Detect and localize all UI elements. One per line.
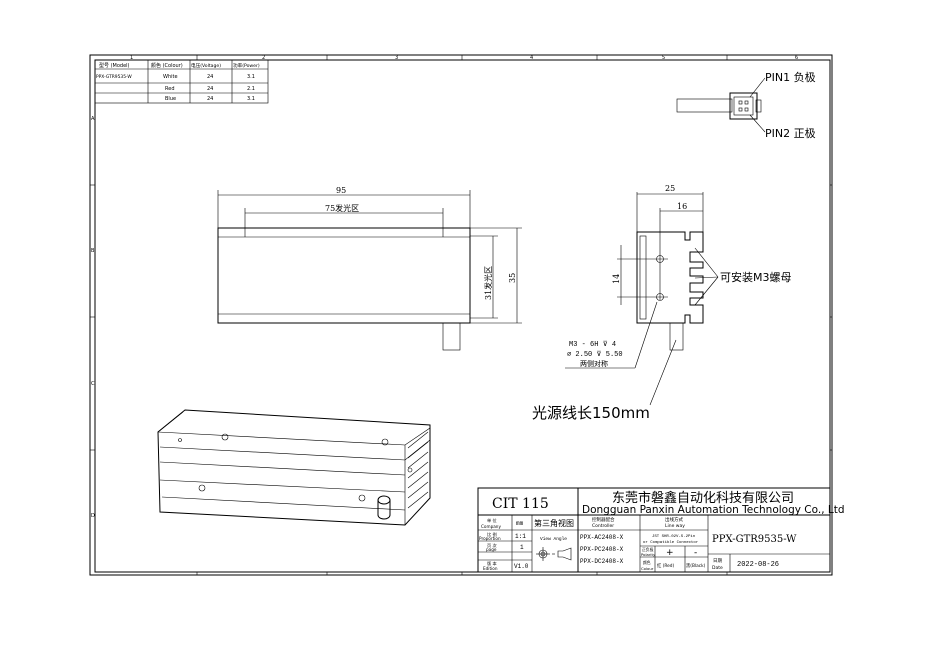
page-label: 页 次 bbox=[487, 542, 498, 549]
cable-note: 光源线长150mm bbox=[532, 404, 650, 422]
cell-colour: Blue bbox=[165, 96, 176, 102]
cell-voltage: 24 bbox=[207, 86, 213, 92]
proportion-label-en: Proportion bbox=[479, 536, 501, 541]
side-view: 25 16 14 可安装M3螺母 M3 - 6H ⊽ 4 ⌀ 2.50 ⊽ 5.… bbox=[532, 184, 792, 422]
dim-hole-offset: 16 bbox=[677, 202, 687, 211]
table-header: 型号 (Model) bbox=[99, 62, 130, 69]
edition-value: V1.0 bbox=[514, 563, 529, 570]
company-name-en: Dongguan Panxin Automation Technology Co… bbox=[582, 504, 845, 516]
polarity-label: 正负极 bbox=[642, 547, 654, 552]
nut-note: 可安装M3螺母 bbox=[720, 270, 792, 284]
title-block: CIT 115 东莞市磐鑫自动化科技有限公司 Dongguan Panxin A… bbox=[477, 487, 845, 573]
table-header: 电压(Voltage) bbox=[191, 62, 221, 69]
edition-label-en: Edition bbox=[483, 566, 498, 571]
column-label: 5 bbox=[662, 55, 665, 61]
dim-length: 95 bbox=[336, 186, 346, 195]
pin1-label: PIN1 负极 bbox=[765, 70, 816, 84]
colour-red: 红 (Red) bbox=[657, 562, 675, 569]
polarity-plus: + bbox=[666, 548, 674, 558]
cell-power: 3.1 bbox=[247, 74, 255, 80]
row-label: B bbox=[91, 248, 95, 254]
model-number: PPX-GTR9535-W bbox=[712, 534, 797, 545]
drawing-code: CIT 115 bbox=[492, 496, 549, 512]
view-angle-label: View Angle bbox=[540, 536, 567, 542]
controller-label-en: Controller bbox=[592, 523, 614, 529]
front-view: 95 75发光区 31发光区 35 bbox=[217, 186, 522, 351]
company-name-cn: 东莞市磐鑫自动化科技有限公司 bbox=[612, 490, 794, 506]
colour-black: 黑(Black) bbox=[686, 563, 706, 569]
hole-note-diameter: ⌀ 2.50 ⊽ 5.50 bbox=[567, 350, 623, 359]
table-header: 功率(Power) bbox=[233, 62, 260, 69]
lineway-label: 出线方式 bbox=[665, 516, 683, 523]
cell-voltage: 24 bbox=[207, 74, 213, 80]
row-label: C bbox=[91, 381, 95, 387]
edition-label: 版 本 bbox=[487, 560, 498, 567]
colour-label-en: Colour bbox=[641, 566, 654, 571]
column-label: 2 bbox=[262, 55, 265, 61]
controller-item: PPX-AC2408-X bbox=[580, 534, 624, 541]
cell-power: 3.1 bbox=[247, 96, 255, 102]
polarity-label-en: Polarity bbox=[641, 552, 656, 557]
dim-emit-length: 75发光区 bbox=[325, 203, 359, 213]
page-value: 1 bbox=[520, 544, 524, 551]
spec-table: 型号 (Model) 颜色 (Colour) 电压(Voltage) 功率(Po… bbox=[94, 59, 269, 104]
hole-note-symmetric: 两侧对称 bbox=[580, 359, 608, 368]
cell-model: PPX-GTR9535-W bbox=[96, 74, 132, 80]
column-label: 4 bbox=[530, 55, 533, 61]
controller-label: 控制器配合 bbox=[592, 516, 615, 523]
drawing-frame: 1 2 3 4 5 6 A B C D bbox=[89, 54, 833, 576]
dim-hole-spacing: 14 bbox=[612, 274, 621, 284]
table-row: PPX-GTR9535-W White 24 3.1 bbox=[96, 74, 255, 80]
isometric-view bbox=[157, 409, 431, 526]
connector-view: PIN1 负极 PIN2 正极 bbox=[676, 70, 816, 140]
column-label: 1 bbox=[130, 55, 133, 61]
table-row: Blue 24 3.1 bbox=[165, 96, 255, 102]
controller-item: PPX-DC2408-X bbox=[580, 558, 624, 565]
unit-label: 单 位 bbox=[487, 517, 497, 524]
cell-colour: White bbox=[163, 74, 178, 80]
cell-power: 2.1 bbox=[247, 86, 255, 92]
controller-item: PPX-PC2408-X bbox=[580, 546, 624, 553]
date-label-en: Date bbox=[712, 565, 723, 571]
lineway-value: JST SHR-02V-S.2Pin bbox=[652, 534, 696, 539]
column-label: 6 bbox=[795, 55, 798, 61]
date-label: 日期 bbox=[713, 558, 722, 564]
row-label: D bbox=[91, 513, 95, 519]
lineway-label-en: Line way bbox=[665, 523, 685, 529]
third-angle-projection-icon bbox=[536, 547, 572, 561]
projection-label: 第三角视图 bbox=[534, 518, 574, 528]
table-header: 颜色 (Colour) bbox=[151, 62, 183, 69]
dim-width: 25 bbox=[665, 184, 675, 193]
page-label-en: page bbox=[486, 547, 497, 552]
dim-height: 35 bbox=[508, 273, 517, 283]
proportion-value: 1:1 bbox=[515, 533, 526, 540]
column-label: 3 bbox=[395, 55, 398, 61]
date-value: 2022-08-26 bbox=[737, 561, 779, 569]
colour-label: 颜色 bbox=[643, 560, 651, 565]
pin2-label: PIN2 正极 bbox=[765, 126, 816, 140]
unit-value: mm bbox=[516, 520, 524, 527]
row-label: A bbox=[91, 116, 95, 122]
proportion-label: 比 例 bbox=[487, 531, 497, 538]
hole-note-thread: M3 - 6H ⊽ 4 bbox=[569, 340, 616, 349]
cell-voltage: 24 bbox=[207, 96, 213, 102]
polarity-minus: - bbox=[694, 548, 697, 558]
table-row: Red 24 2.1 bbox=[165, 86, 255, 92]
cell-colour: Red bbox=[165, 86, 175, 92]
unit-label-en: Company bbox=[481, 524, 501, 529]
lineway-value-en: or Compatible Connector bbox=[643, 540, 699, 545]
dim-emit-height: 31发光区 bbox=[483, 266, 493, 300]
